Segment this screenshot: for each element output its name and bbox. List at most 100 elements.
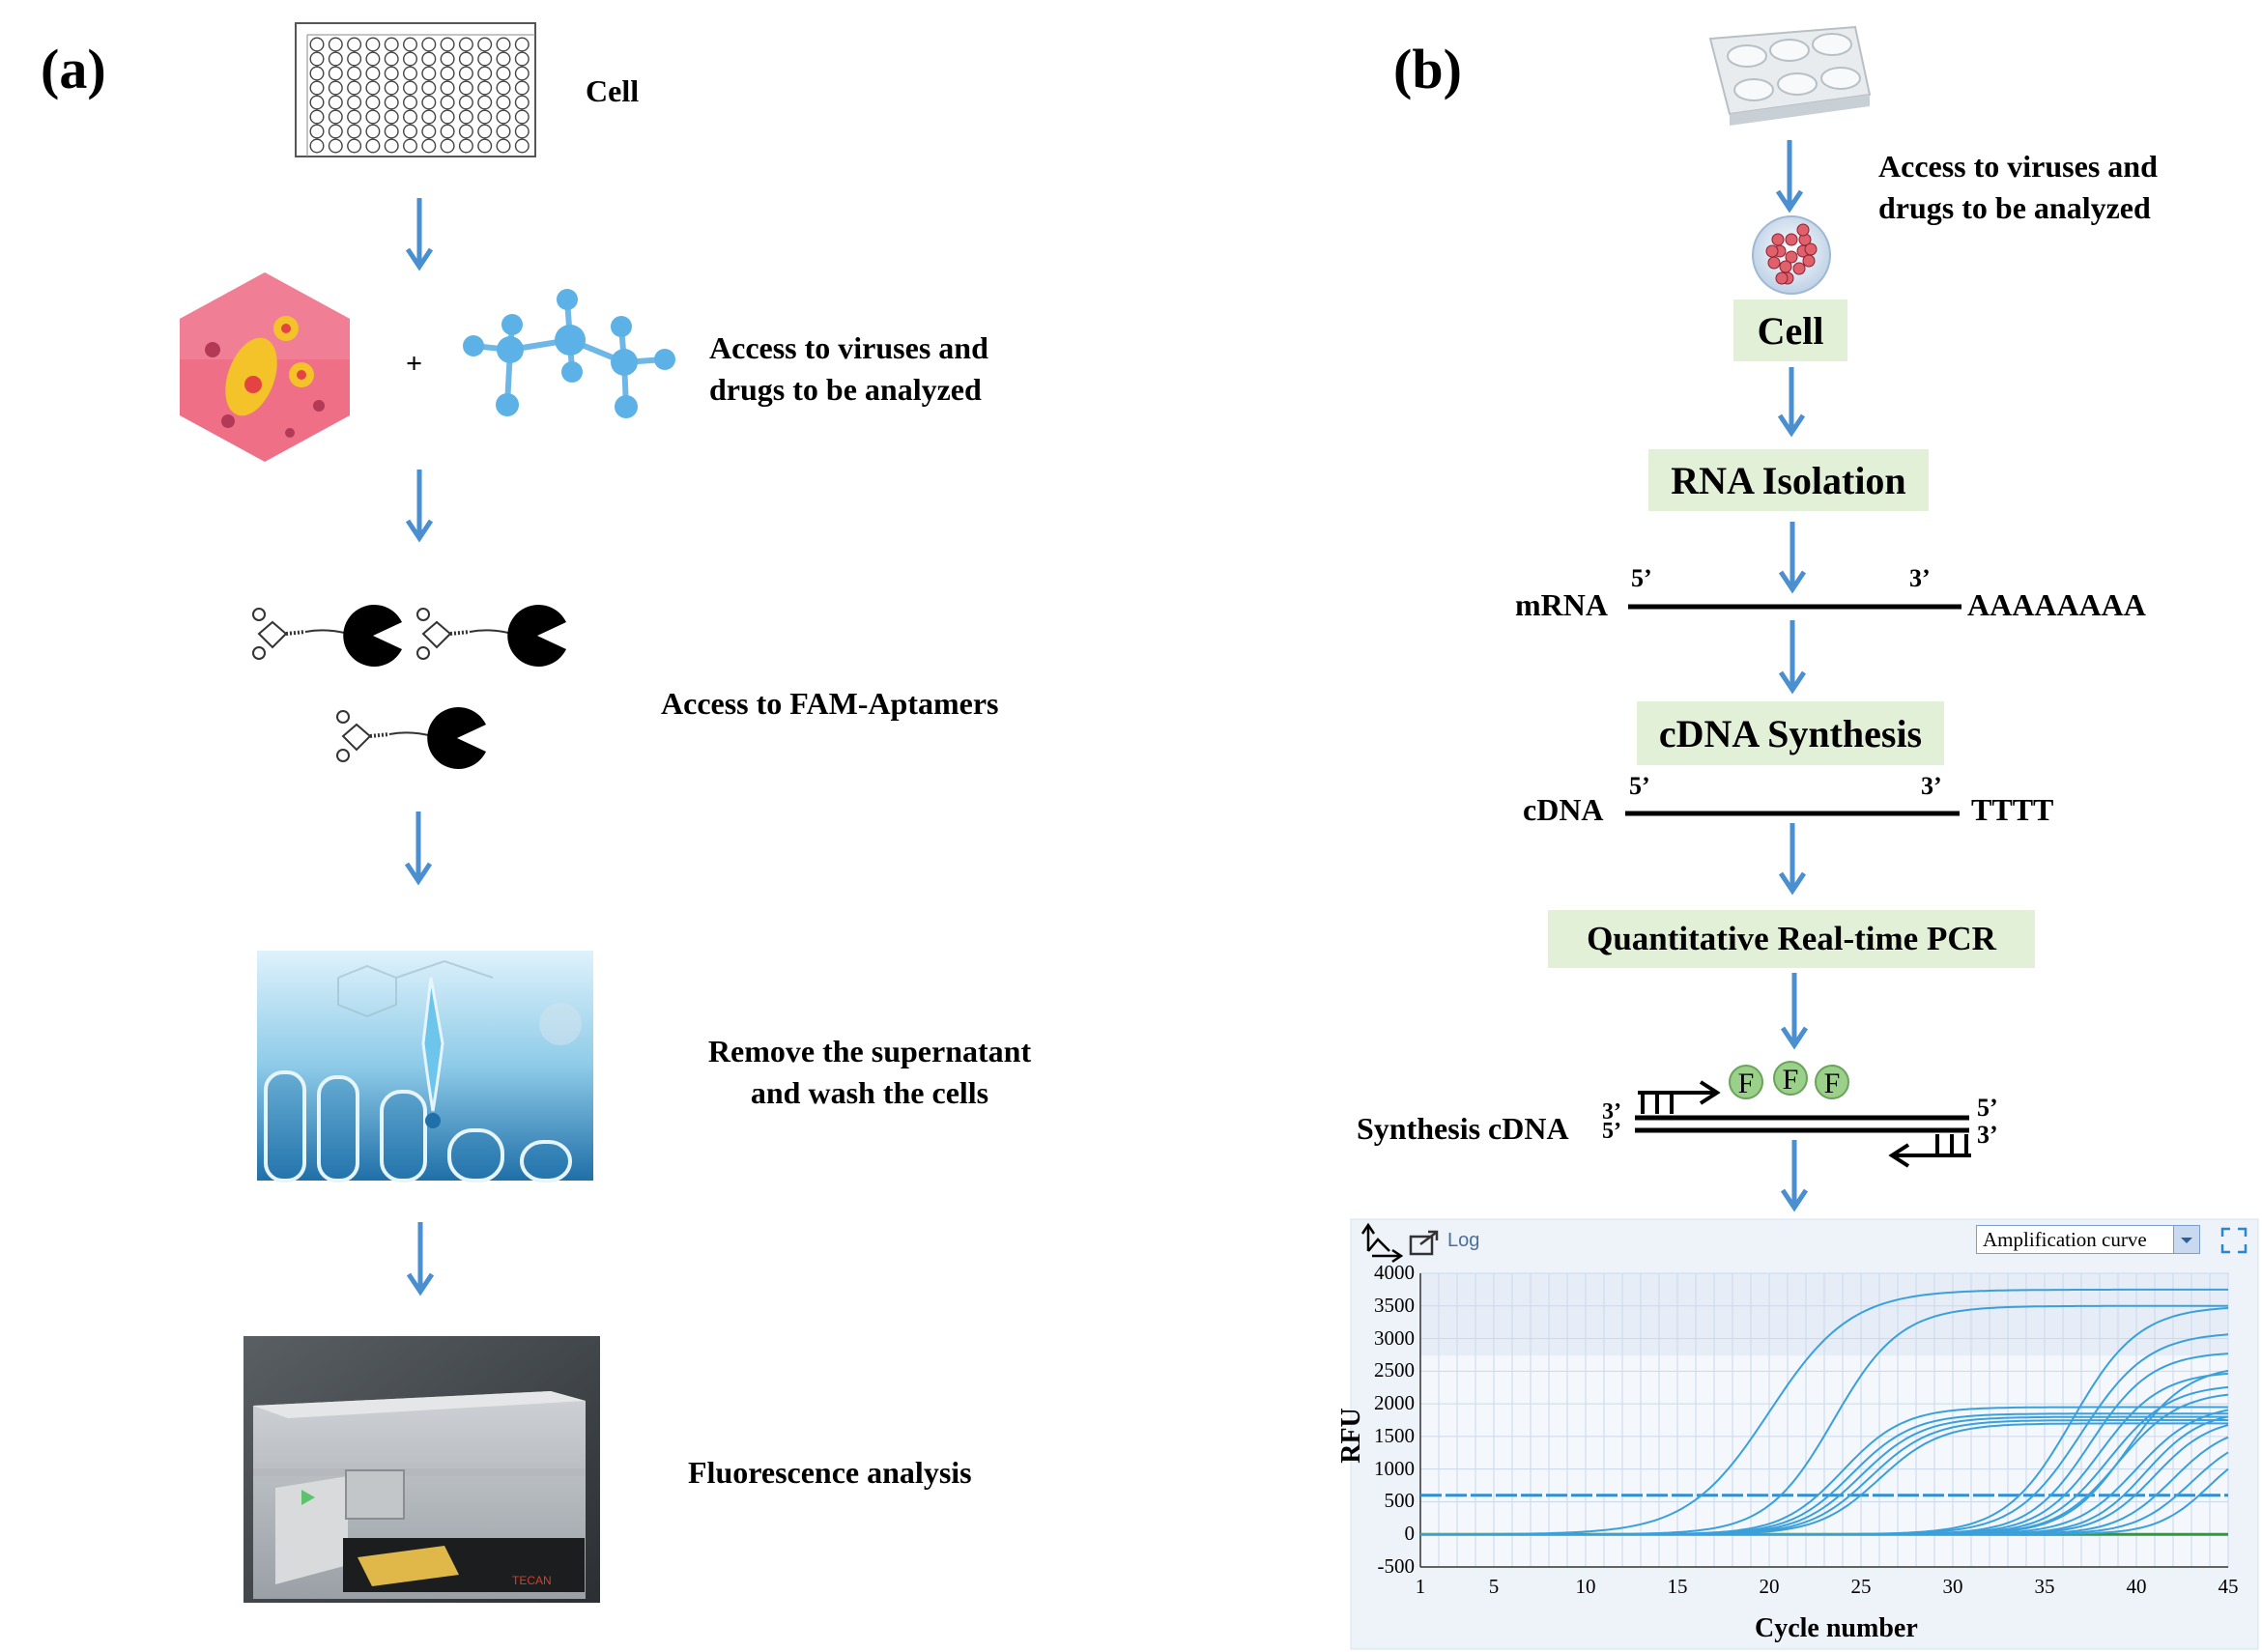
forward-primer (1638, 1080, 1721, 1114)
well (477, 95, 493, 110)
six-well-plate-icon (1708, 25, 1872, 126)
x-tick-label: 20 (1759, 1575, 1780, 1598)
well (347, 95, 362, 110)
panel-b-virus-line1: Access to viruses and (1878, 149, 2158, 184)
well (309, 109, 325, 125)
well (384, 95, 399, 110)
chart-zoom-icon[interactable] (1360, 1222, 1404, 1264)
y-tick-label: 2500 (1374, 1358, 1415, 1382)
step-wash-label-line2: and wash the cells (750, 1075, 989, 1110)
export-icon[interactable] (1409, 1230, 1439, 1256)
well (309, 66, 325, 81)
well (384, 37, 399, 52)
x-tick-label: 25 (1850, 1575, 1872, 1598)
well (421, 51, 437, 67)
expand-icon[interactable] (2220, 1227, 2248, 1254)
amplification-curve[interactable] (1420, 1288, 2228, 1536)
well (347, 138, 362, 154)
chevron-down-icon[interactable] (2173, 1226, 2199, 1253)
svg-text:F: F (1738, 1068, 1755, 1099)
well (496, 80, 511, 96)
well (477, 66, 493, 81)
panel-a-label: (a) (41, 38, 106, 100)
synthesis-cdna-label: Synthesis cDNA (1357, 1111, 1569, 1146)
well (328, 95, 343, 110)
well (347, 66, 362, 81)
well (384, 124, 399, 139)
well (309, 80, 325, 96)
well (365, 80, 381, 96)
well (347, 124, 362, 139)
y-tick-label: 0 (1404, 1522, 1416, 1546)
step-fluorescence-label: Fluorescence analysis (688, 1455, 972, 1490)
well (403, 138, 418, 154)
y-tick-label: 3500 (1374, 1293, 1415, 1317)
well (458, 80, 473, 96)
curve-type-dropdown-value: Amplification curve (1983, 1228, 2147, 1251)
well (365, 138, 381, 154)
cell-dish-icon (1752, 215, 1831, 295)
synthesis-double-strand (1635, 1115, 1969, 1133)
panel-b-label: (b) (1393, 38, 1462, 100)
plus-sign: + (406, 348, 423, 380)
synthesis-left-bottom-prime: 5’ (1602, 1119, 1621, 1144)
fam-aptamer-icon (336, 707, 486, 769)
well (477, 80, 493, 96)
well (403, 124, 418, 139)
mrna-three-prime: 3’ (1909, 564, 1931, 592)
well (421, 80, 437, 96)
x-tick-label: 5 (1488, 1575, 1500, 1598)
well (458, 138, 473, 154)
well (514, 138, 530, 154)
svg-text:TECAN: TECAN (512, 1574, 552, 1587)
well (384, 109, 399, 125)
well (384, 80, 399, 96)
log-toggle[interactable]: Log (1447, 1230, 1479, 1251)
well (403, 80, 418, 96)
well (365, 109, 381, 125)
well (421, 138, 437, 154)
well (458, 109, 473, 125)
well (384, 66, 399, 81)
well (496, 138, 511, 154)
well (365, 124, 381, 139)
amplification-curve[interactable] (1420, 1467, 2229, 1536)
well (458, 66, 473, 81)
well (365, 66, 381, 81)
well (440, 124, 455, 139)
well (477, 51, 493, 67)
box-cdna-synthesis: cDNA Synthesis (1637, 701, 1944, 765)
well (421, 37, 437, 52)
well (328, 51, 343, 67)
svg-text:F: F (1824, 1068, 1841, 1099)
well (514, 80, 530, 96)
fluorophore-probe: F (1729, 1065, 1763, 1099)
well (440, 37, 455, 52)
mrna-five-prime: 5’ (1631, 564, 1652, 592)
well (440, 95, 455, 110)
well (347, 80, 362, 96)
fluorescence-reader-photo: TECAN (243, 1336, 600, 1603)
panel-b-virus-line2: drugs to be analyzed (1878, 190, 2151, 225)
well (365, 51, 381, 67)
well (496, 95, 511, 110)
synthesis-right-top-prime: 5’ (1977, 1094, 1998, 1122)
x-tick-label: 15 (1667, 1575, 1688, 1598)
well (421, 95, 437, 110)
step-virus-label-line1: Access to viruses and (709, 330, 988, 365)
well (477, 37, 493, 52)
well (496, 124, 511, 139)
well (328, 124, 343, 139)
well (328, 138, 343, 154)
curve-type-dropdown[interactable]: Amplification curve (1976, 1225, 2200, 1254)
synthesis-left-top-prime: 3’ (1602, 1099, 1621, 1125)
well (496, 37, 511, 52)
wash-cells-photo (257, 951, 593, 1182)
well (403, 109, 418, 125)
x-tick-label: 1 (1415, 1575, 1426, 1598)
fam-aptamer-icon (416, 605, 566, 667)
x-tick-label: 40 (2126, 1575, 2147, 1598)
well-plate-icon (295, 22, 536, 157)
cdna-polyt-tail: TTTT (1971, 792, 2054, 827)
